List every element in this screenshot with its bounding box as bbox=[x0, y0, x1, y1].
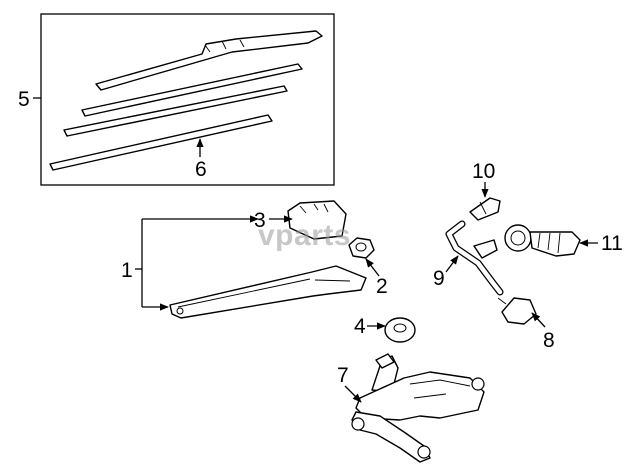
callout-9: 9 bbox=[433, 267, 445, 290]
washer-hose bbox=[445, 220, 504, 296]
motor-connector bbox=[504, 224, 581, 257]
watermark-logo: vparts bbox=[258, 219, 351, 252]
callout-4: 4 bbox=[354, 315, 366, 338]
callout-7: 7 bbox=[337, 364, 349, 387]
arm-nut bbox=[348, 237, 375, 259]
callout-8: 8 bbox=[543, 329, 555, 352]
blade-kit-box bbox=[40, 13, 335, 186]
callout-5: 5 bbox=[18, 88, 30, 111]
callout-2: 2 bbox=[376, 275, 388, 298]
callout-10: 10 bbox=[472, 160, 495, 183]
leader-9 bbox=[445, 255, 459, 273]
wiper-blade bbox=[95, 30, 323, 91]
callout-11: 11 bbox=[601, 232, 623, 255]
leader-8 bbox=[531, 312, 546, 328]
blade-refill-strip bbox=[49, 114, 273, 171]
washer-nozzle bbox=[469, 197, 501, 221]
blade-rubber-strip-middle bbox=[63, 85, 288, 137]
leader-2 bbox=[365, 258, 380, 277]
wiper-motor bbox=[351, 353, 485, 463]
callout-1: 1 bbox=[121, 259, 133, 282]
nozzle-cap bbox=[497, 297, 537, 325]
pivot-grommet bbox=[384, 317, 416, 343]
blade-rubber-strip-upper bbox=[81, 63, 303, 117]
leader-7 bbox=[344, 385, 362, 403]
callout-3: 3 bbox=[254, 209, 266, 232]
wiper-arm bbox=[169, 265, 367, 319]
arm-cover bbox=[287, 200, 347, 240]
callout-6: 6 bbox=[195, 158, 207, 181]
